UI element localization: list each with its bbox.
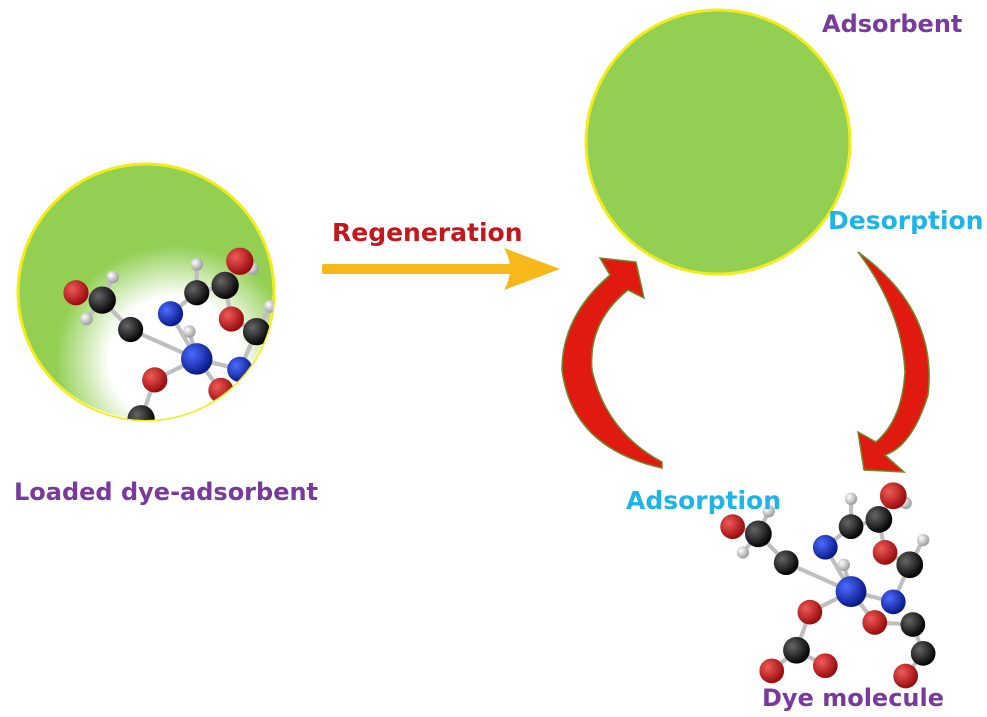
regeneration-label: Regeneration: [332, 218, 523, 247]
adsorbent-label: Adsorbent: [822, 10, 963, 38]
desorption-label: Desorption: [828, 206, 984, 235]
loaded-sphere-cavity: [55, 245, 274, 420]
dye-molecule-label: Dye molecule: [762, 684, 945, 712]
loaded-adsorbent: [16, 162, 276, 422]
desorption-arrow: [857, 251, 930, 473]
loaded-dye-adsorbent-label: Loaded dye-adsorbent: [14, 478, 319, 506]
regeneration-arrow: [322, 248, 560, 290]
adsorption-arrow: [561, 257, 663, 469]
adsorbent-sphere: [584, 8, 852, 276]
adsorption-label: Adsorption: [626, 486, 782, 515]
